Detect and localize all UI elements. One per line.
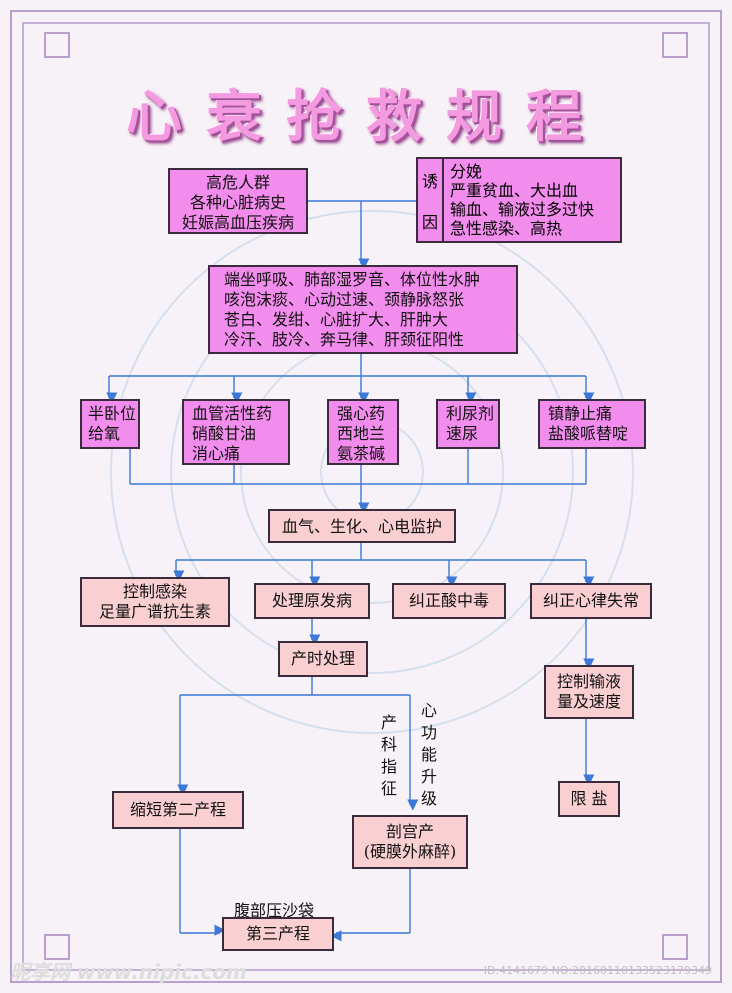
fluid-control-box: 控制输液 量及速度	[544, 665, 634, 719]
primary-disease-box: 处理原发病	[254, 583, 370, 619]
labor-text: 产时处理	[290, 649, 355, 668]
symptom-line: 咳泡沫痰、心动过速、颈静脉怒张	[224, 290, 465, 309]
watermark-logo: 昵享网 www.nipic.com	[10, 960, 247, 984]
frame-corner-ornament	[44, 32, 70, 58]
measure-line: 处理原发病	[271, 591, 352, 610]
cesarean-box: 剖宫产 (硬膜外麻醉)	[352, 815, 468, 869]
treatment-diuretic-box: 利尿剂 速尿	[436, 399, 500, 449]
treatment-line: 氨茶碱	[337, 444, 386, 463]
symptoms-box: 端坐呼吸、肺部湿罗音、体位性水肿 咳泡沫痰、心动过速、颈静脉怒张 苍白、发绀、心…	[208, 265, 518, 354]
salt-limit-box: 限 盐	[558, 781, 620, 817]
sandbag-note: 腹部压沙袋	[234, 901, 315, 920]
acidosis-box: 纠正酸中毒	[392, 583, 506, 619]
label-char: 指	[380, 757, 397, 776]
fluid-line: 量及速度	[556, 692, 621, 711]
obstetric-indication-label: 产 科 指 征	[380, 712, 398, 800]
label-char: 功	[420, 723, 437, 742]
fluid-line: 控制输液	[556, 672, 621, 691]
symptom-line: 冷汗、肢冷、奔马律、肝颈征阳性	[224, 330, 465, 349]
treatment-line: 半卧位	[88, 404, 137, 423]
cesarean-line: (硬膜外麻醉)	[363, 842, 457, 861]
outer-frame	[10, 10, 722, 983]
label-char: 科	[380, 735, 397, 754]
labor-management-box: 产时处理	[278, 641, 368, 677]
infection-control-box: 控制感染 足量广谱抗生素	[80, 577, 230, 627]
cause-list: 分娩 严重贫血、大出血 输血、输液过多过快 急性感染、高热	[450, 162, 594, 238]
cesarean-line: 剖宫产	[385, 822, 434, 841]
arrhythmia-box: 纠正心律失常	[530, 583, 652, 619]
shorten-second-stage-box: 缩短第二产程	[112, 791, 244, 829]
frame-corner-ornament	[662, 32, 688, 58]
measure-line: 纠正心律失常	[542, 591, 639, 610]
third-stage-text: 第三产程	[245, 924, 310, 943]
cause-label-char: 因	[421, 212, 438, 232]
cause-item: 输血、输液过多过快	[450, 200, 595, 219]
watermark-id: ID:4141679 NO:20160110133523179349	[483, 964, 712, 977]
cause-label-char: 诱	[421, 171, 438, 191]
background-dial	[110, 210, 634, 734]
third-stage-box: 第三产程	[222, 917, 334, 951]
treatment-semirecumbent-box: 半卧位 给氧	[80, 399, 140, 449]
label-char: 升	[420, 767, 437, 786]
measure-line: 足量广谱抗生素	[98, 602, 211, 621]
page-title: 心衰抢救规程	[126, 84, 606, 150]
treatment-line: 给氧	[88, 424, 121, 443]
monitoring-box: 血气、生化、心电监护	[268, 509, 456, 543]
risk-group-line: 各种心脏病史	[189, 193, 286, 212]
treatment-line: 强心药	[337, 404, 386, 423]
treatment-line: 速尿	[446, 424, 479, 443]
cardiac-function-upgrade-label: 心 功 能 升 级	[420, 700, 438, 810]
cause-item: 严重贫血、大出血	[450, 181, 579, 200]
risk-group-line: 妊娠高血压疾病	[181, 213, 294, 232]
frame-corner-ornament	[44, 934, 70, 960]
treatment-line: 镇静止痛	[548, 404, 613, 423]
label-char: 级	[420, 789, 437, 808]
risk-group-line: 高危人群	[205, 173, 270, 192]
label-char: 产	[380, 713, 397, 732]
cause-label: 诱 因	[418, 159, 444, 241]
measure-line: 纠正酸中毒	[408, 591, 489, 610]
treatment-line: 盐酸哌替啶	[548, 424, 629, 443]
treatment-cardiotonic-box: 强心药 西地兰 氨茶碱	[327, 399, 399, 465]
monitoring-text: 血气、生化、心电监护	[281, 517, 442, 536]
cause-box: 诱 因 分娩 严重贫血、大出血 输血、输液过多过快 急性感染、高热	[416, 157, 622, 243]
treatment-vasoactive-box: 血管活性药 硝酸甘油 消心痛	[182, 399, 290, 465]
measure-line: 控制感染	[122, 582, 187, 601]
symptom-line: 苍白、发绀、心脏扩大、肝肿大	[224, 310, 449, 329]
cause-item: 急性感染、高热	[450, 219, 563, 238]
shorten-text: 缩短第二产程	[129, 800, 226, 819]
label-char: 能	[420, 745, 437, 764]
label-char: 心	[420, 701, 437, 720]
salt-text: 限 盐	[570, 789, 608, 808]
treatment-line: 血管活性药	[192, 404, 273, 423]
label-char: 征	[380, 779, 397, 798]
treatment-sedation-box: 镇静止痛 盐酸哌替啶	[538, 399, 646, 449]
treatment-line: 硝酸甘油	[192, 424, 257, 443]
frame-corner-ornament	[662, 934, 688, 960]
treatment-line: 利尿剂	[446, 404, 495, 423]
symptom-line: 端坐呼吸、肺部湿罗音、体位性水肿	[224, 270, 481, 289]
cause-item: 分娩	[450, 162, 483, 181]
risk-group-box: 高危人群 各种心脏病史 妊娠高血压疾病	[168, 168, 308, 234]
treatment-line: 西地兰	[337, 424, 386, 443]
treatment-line: 消心痛	[192, 444, 241, 463]
inner-frame	[22, 22, 710, 971]
